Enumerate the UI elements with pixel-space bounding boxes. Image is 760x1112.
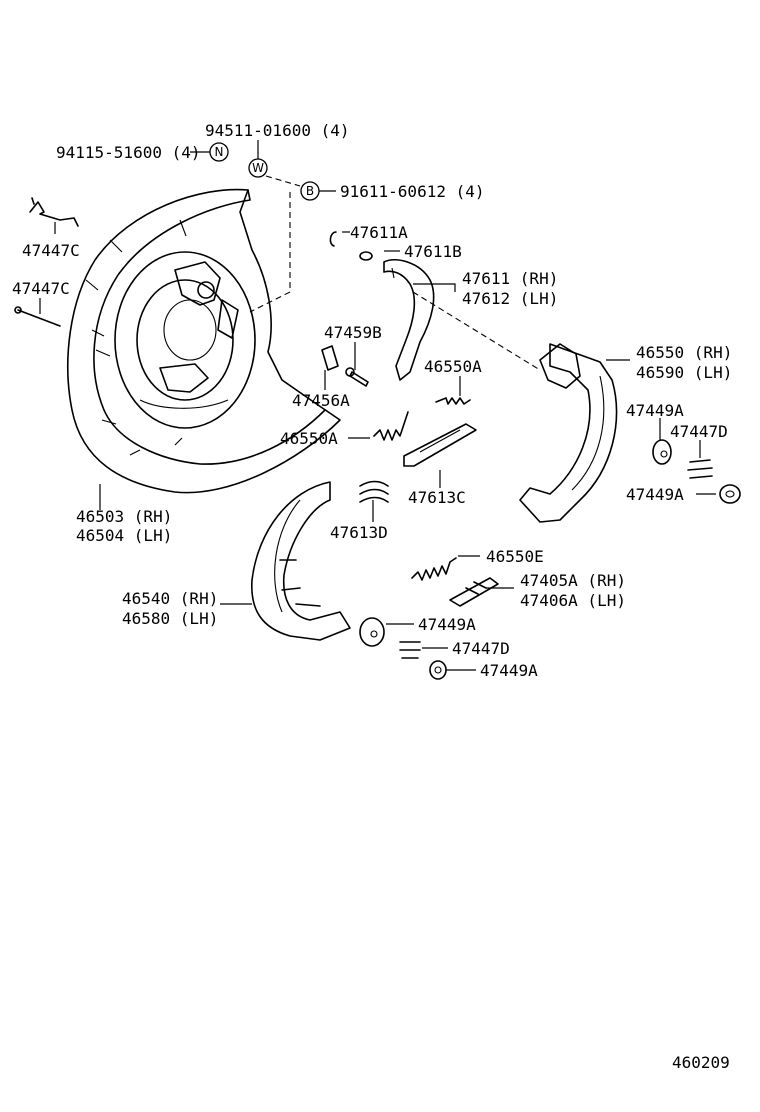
shoe-46550-drawing <box>519 343 618 523</box>
retainer-right-drawing <box>652 439 741 504</box>
label-47459b: 47459B <box>324 323 382 342</box>
symbol-b: B <box>300 181 320 201</box>
spring-46550a-left-drawing <box>373 411 409 441</box>
label-47406a: 47406A (LH) <box>520 591 626 610</box>
label-47613c: 47613C <box>408 488 466 507</box>
symbol-n: N <box>209 142 229 162</box>
symbol-w: W <box>248 158 268 178</box>
clip-47611a-drawing <box>329 231 337 247</box>
label-46580: 46580 (LH) <box>122 609 218 628</box>
label-47447c-top: 47447C <box>22 241 80 260</box>
svg-text:W: W <box>252 161 264 175</box>
label-47449a-c1: 47449A <box>418 615 476 634</box>
label-47447c-bottom: 47447C <box>12 279 70 298</box>
label-91611: 91611-60612 (4) <box>340 182 485 201</box>
leader-lines <box>39 140 716 671</box>
retainer-center-drawing <box>359 617 447 680</box>
label-46540: 46540 (RH) <box>122 589 218 608</box>
adjuster-47405a-drawing <box>449 577 499 607</box>
label-46590: 46590 (LH) <box>636 363 732 382</box>
pin-47459b-drawing <box>345 367 369 387</box>
label-94115: 94115-51600 (4) <box>56 143 201 162</box>
label-46503: 46503 (RH) <box>76 507 172 526</box>
spring-46550e-drawing <box>411 557 457 581</box>
label-47449a-r2: 47449A <box>626 485 684 504</box>
spring-47613d-drawing <box>359 480 389 503</box>
figure-number: 460209 <box>672 1053 730 1072</box>
washer-47456a-drawing <box>321 345 339 371</box>
label-47449a-c2: 47449A <box>480 661 538 680</box>
label-46550a-right: 46550A <box>424 357 482 376</box>
washer-47611b-drawing <box>359 251 373 261</box>
label-47449a-r1: 47449A <box>626 401 684 420</box>
label-46550a-left: 46550A <box>280 429 338 448</box>
label-94511: 94511-01600 (4) <box>205 121 350 140</box>
label-47611b: 47611B <box>404 242 462 261</box>
svg-text:N: N <box>215 145 224 159</box>
pin-47447c-drawing <box>14 306 61 327</box>
shoe-46540-drawing <box>251 481 351 641</box>
label-46550: 46550 (RH) <box>636 343 732 362</box>
strut-47613c-drawing <box>403 423 477 467</box>
label-47611: 47611 (RH) <box>462 269 558 288</box>
spring-46550a-right-drawing <box>435 397 471 405</box>
label-47405a: 47405A (RH) <box>520 571 626 590</box>
backing-plate-drawing <box>67 188 341 494</box>
label-47611a: 47611A <box>350 223 408 242</box>
label-47456a: 47456A <box>292 391 350 410</box>
label-47612: 47612 (LH) <box>462 289 558 308</box>
label-46550e: 46550E <box>486 547 544 566</box>
parking-lever-drawing <box>383 258 435 381</box>
part-labels: 94511-01600 (4) 94115-51600 (4) 91611-60… <box>12 121 732 1072</box>
label-46504: 46504 (LH) <box>76 526 172 545</box>
label-47613d: 47613D <box>330 523 388 542</box>
label-47447d-c: 47447D <box>452 639 510 658</box>
label-47447d-r: 47447D <box>670 422 728 441</box>
clip-47447c-drawing <box>29 197 79 227</box>
svg-text:B: B <box>306 184 314 198</box>
